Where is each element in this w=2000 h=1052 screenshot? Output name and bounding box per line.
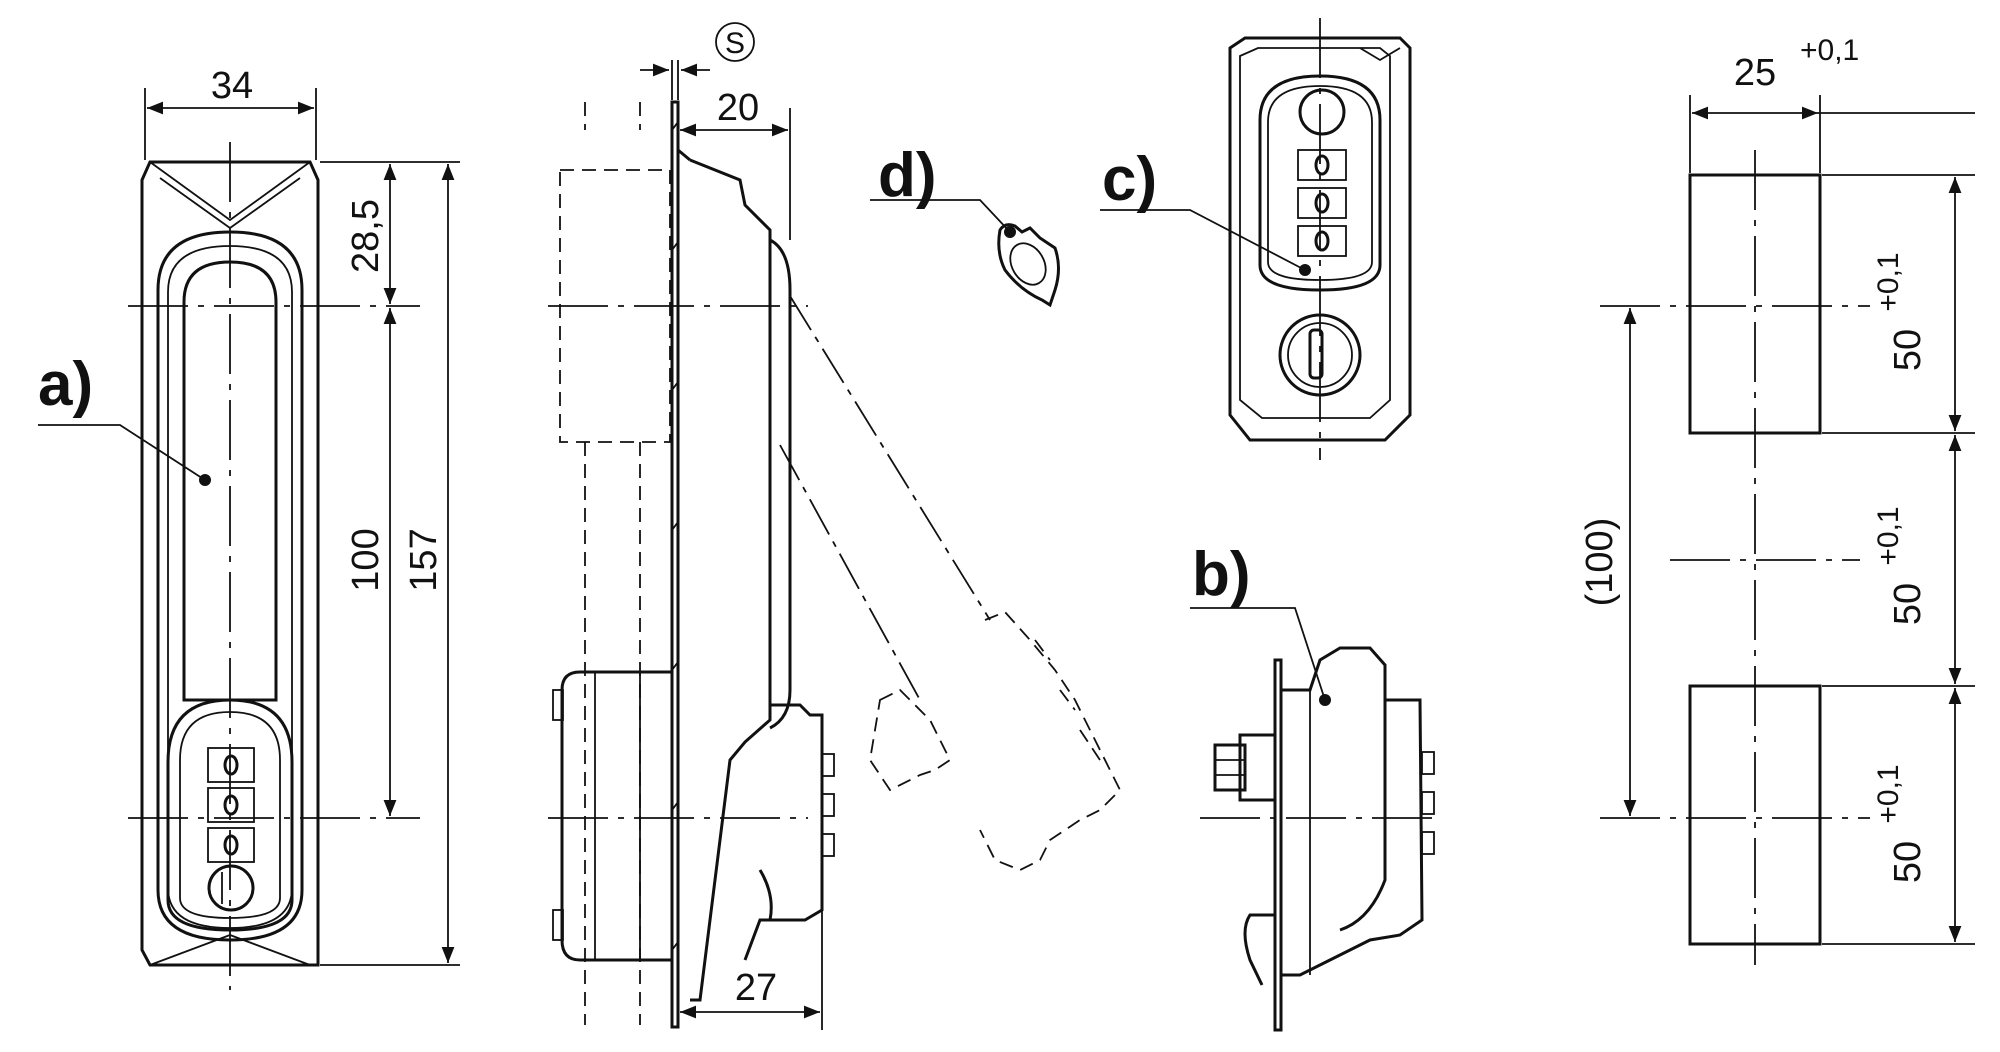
label-a-leader xyxy=(38,424,206,481)
detail-d: d) xyxy=(870,141,1060,308)
side-swing-path-2 xyxy=(779,444,921,701)
dim-27-text: 27 xyxy=(735,967,777,1009)
side-swung-pod xyxy=(869,688,952,792)
side-panel-plate xyxy=(670,100,680,1029)
view-c: c) xyxy=(1100,18,1412,460)
side-rear-stud-bottom xyxy=(552,909,564,941)
label-b-leader xyxy=(1190,607,1326,701)
label-a: a) xyxy=(38,350,93,419)
detail-d-hole xyxy=(1009,242,1047,286)
dim-28-5-text: 28,5 xyxy=(345,199,387,273)
view-b-rear-cylinder xyxy=(1238,733,1277,802)
front-wheel-digit-2 xyxy=(223,794,239,816)
view-c-key-slot xyxy=(1308,328,1324,380)
side-bezel-profile xyxy=(689,158,772,1002)
view-b: b) xyxy=(1190,540,1440,1032)
side-swung-handle xyxy=(979,610,1122,871)
side-rear-body xyxy=(560,670,672,962)
side-panel-hatch-3 xyxy=(671,381,679,391)
front-combination-wheel-2 xyxy=(207,787,255,823)
side-panel-hatch-6 xyxy=(671,801,679,811)
side-panel-hatch-1 xyxy=(671,121,679,131)
view-c-housing-inner xyxy=(1239,47,1391,419)
view-c-lock-pod xyxy=(1258,74,1382,292)
side-swing-path-1 xyxy=(789,295,991,621)
side-swung-wheels xyxy=(1034,639,1101,761)
label-d-dot xyxy=(1004,226,1016,238)
front-lock-pod-inner xyxy=(179,711,281,919)
dim-34-text: 34 xyxy=(211,65,253,107)
dim-s-circle xyxy=(715,22,755,62)
front-wheel-digit-1 xyxy=(223,754,239,776)
label-c: c) xyxy=(1102,145,1157,214)
view-c-wheel-3 xyxy=(1297,225,1347,257)
side-hidden-rails xyxy=(584,442,641,1025)
label-a-dot xyxy=(199,474,211,486)
view-b-rear-nut xyxy=(1213,743,1247,792)
label-c-dot xyxy=(1299,264,1311,276)
side-view: S 20 27 xyxy=(548,22,1122,1030)
detail-d-part xyxy=(997,223,1060,308)
dim-50-2-text: 50 xyxy=(1887,583,1929,625)
dim-25-tol: +0,1 xyxy=(1800,34,1859,67)
dim-25-text: 25 xyxy=(1734,52,1776,94)
dim-100-ref-text: (100) xyxy=(1579,518,1621,607)
label-d: d) xyxy=(878,141,937,210)
dim-20-text: 20 xyxy=(717,87,759,129)
label-d-leader xyxy=(870,199,1011,233)
view-c-digit-1 xyxy=(1314,154,1330,176)
view-c-top-notch xyxy=(1359,47,1401,62)
front-wheel-digit-3 xyxy=(223,834,239,856)
side-wheel-3 xyxy=(821,833,835,857)
front-key-cylinder xyxy=(207,864,255,912)
side-lock-pod xyxy=(743,703,824,961)
label-b-dot xyxy=(1319,694,1331,706)
label-c-leader xyxy=(1100,209,1306,271)
side-handle-curve xyxy=(769,238,792,730)
view-b-bottom-hook xyxy=(1243,913,1275,986)
view-b-handle xyxy=(1339,700,1387,932)
side-panel-hatch-4 xyxy=(671,521,679,531)
side-wheel-1 xyxy=(821,753,835,777)
dim-50-1-tol: +0,1 xyxy=(1872,252,1905,311)
label-b: b) xyxy=(1192,540,1251,609)
dim-50-3-text: 50 xyxy=(1887,841,1929,883)
side-panel-hatch-2 xyxy=(671,241,679,251)
side-panel-hatch-5 xyxy=(671,661,679,671)
side-rear-stud-top xyxy=(552,689,564,721)
dim-50-3-tol: +0,1 xyxy=(1872,764,1905,823)
side-panel-hatch-7 xyxy=(671,941,679,951)
front-housing xyxy=(140,160,320,967)
front-top-chevron xyxy=(149,161,311,222)
side-hidden-top-stub xyxy=(584,102,641,130)
view-c-lock-pod-inner xyxy=(1267,85,1373,281)
dim-50-2-tol: +0,1 xyxy=(1872,506,1905,565)
view-b-body xyxy=(1281,646,1424,977)
front-combination-wheel-3 xyxy=(207,827,255,863)
front-recess-outer xyxy=(156,230,304,942)
front-view: 34 28,5 100 157 a) xyxy=(38,65,460,990)
view-c-digit-3 xyxy=(1314,230,1330,252)
view-c-digit-2 xyxy=(1314,192,1330,214)
view-c-housing xyxy=(1228,36,1412,442)
view-b-wheel-1 xyxy=(1421,751,1435,775)
dim-50-1-text: 50 xyxy=(1887,329,1929,371)
panel-cutout: 25 +0,1 50 +0,1 50 +0,1 50 +0,1 (100) xyxy=(1579,34,1975,965)
dim-157-text: 157 xyxy=(403,528,445,591)
view-b-wheel-3 xyxy=(1421,831,1435,855)
view-c-wheel-1 xyxy=(1297,149,1347,181)
side-key-profile xyxy=(758,869,773,921)
front-handle xyxy=(182,260,278,702)
view-c-top-cylinder xyxy=(1298,88,1346,136)
front-lock-pod xyxy=(166,698,294,932)
view-b-panel xyxy=(1273,658,1283,1032)
side-wheel-2 xyxy=(821,793,835,817)
dim-s-text: S xyxy=(725,27,745,60)
front-combination-wheel-1 xyxy=(207,747,255,783)
view-c-wheel-2 xyxy=(1297,187,1347,219)
dim-100-text: 100 xyxy=(345,528,387,591)
view-b-wheel-2 xyxy=(1421,791,1435,815)
side-bezel-top xyxy=(677,148,691,162)
